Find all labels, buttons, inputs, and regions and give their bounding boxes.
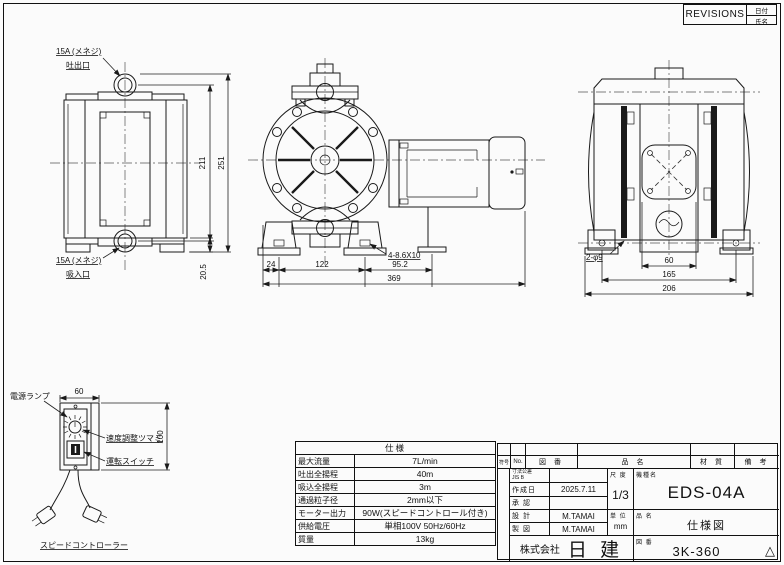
design-value: M.TAMAI	[550, 510, 608, 523]
created-label: 作成日	[510, 483, 550, 497]
parts-header-name: 品 名	[578, 456, 691, 469]
spec-table: 仕様 最大流量 7L/min 吐出全揚程 40m 吸込全揚程 3m 通過粒子径 …	[295, 441, 496, 546]
controller-caption: スピードコントローラー	[40, 541, 128, 550]
unit-cell: 単 位 mm	[608, 510, 634, 536]
created-value: 2025.7.11	[550, 483, 608, 497]
speed-knob-label: 速度調整ツマミ	[106, 433, 162, 443]
company-cell: 株式会社 日 建	[510, 536, 634, 561]
sheet-border	[3, 3, 781, 562]
drawing-name-label: 品 名	[636, 514, 653, 520]
approve-value	[550, 497, 608, 510]
port-top-size-label: 15A (メネジ)	[56, 47, 102, 56]
power-lamp-label: 電源ランプ	[10, 392, 50, 401]
drawing-number-cell: 図 番 3K-360 △	[634, 536, 779, 561]
spec-header-row: 仕様	[295, 441, 496, 455]
spec-row: 吸込全揚程 3m	[295, 480, 496, 494]
parts-empty-cell	[691, 444, 735, 456]
view-controller: 60 100 電源ランプ 速度調整ツマミ 運転スイッチ スピードコントローラー	[10, 387, 170, 550]
view-front: 24 122 95.2 369 4-8.6X10	[248, 58, 545, 287]
draft-label: 製 図	[510, 523, 550, 536]
company-logo: 日 建	[567, 540, 624, 561]
dim-20-5: 20.5	[199, 264, 208, 280]
revisions-date-label: 日付	[747, 5, 776, 16]
parts-header-dwg: 図 番	[526, 456, 578, 469]
design-label: 設 計	[510, 510, 550, 523]
drawing-name-cell: 品 名 仕様図	[634, 510, 779, 536]
view-rear: 60 165 206 2-φ9	[578, 60, 760, 297]
dim-369: 369	[387, 274, 401, 283]
parts-empty-cell	[735, 444, 779, 456]
run-switch-label: 運転スイッチ	[106, 457, 154, 466]
revisions-title: REVISIONS	[684, 5, 747, 24]
spec-title: 仕様	[295, 441, 496, 455]
dim-251: 251	[217, 156, 226, 170]
tolerance-value	[550, 469, 608, 483]
controller-dim-100: 100	[156, 430, 165, 444]
revision-triangle-mark: △	[765, 543, 775, 558]
spec-row: 供給電圧 単相100V 50Hz/60Hz	[295, 519, 496, 533]
parts-header-no: No.	[511, 456, 526, 469]
model-value: EDS-04A	[667, 483, 746, 502]
stamp-column	[498, 469, 510, 561]
title-block: 符号 No. 図 番 品 名 材 質 備 考 寸法公差 JIS B 作成日 20…	[497, 443, 779, 561]
parts-empty-cell	[498, 444, 511, 456]
parts-empty-cell	[511, 444, 526, 456]
parts-empty-cell	[526, 444, 578, 456]
port-bottom-name-label: 吸入口	[66, 270, 90, 279]
spec-row: 吐出全揚程 40m	[295, 467, 496, 481]
draft-value: M.TAMAI	[550, 523, 608, 536]
tolerance-label: 寸法公差 JIS B	[510, 469, 550, 483]
spec-row: 質量 13kg	[295, 532, 496, 546]
company-prefix: 株式会社	[519, 545, 560, 556]
port-top-name-label: 吐出口	[66, 60, 90, 70]
drawing-number-value: 3K-360	[672, 543, 721, 559]
dim-24: 24	[267, 260, 276, 269]
dim-122: 122	[315, 260, 329, 269]
parts-header-remarks: 備 考	[735, 456, 779, 469]
dim-206: 206	[662, 284, 676, 293]
controller-dim-60: 60	[75, 387, 84, 396]
dim-211: 211	[198, 156, 207, 169]
slot-note: 4-8.6X10	[388, 251, 421, 260]
model-label: 機種名	[636, 473, 658, 479]
scale-cell: 尺 度 1/3	[608, 469, 634, 510]
spec-row: モーター出力 90W(スピードコントロール付き)	[295, 506, 496, 520]
dim-95-2: 95.2	[392, 260, 408, 269]
spec-row: 最大流量 7L/min	[295, 454, 496, 468]
view-side: 211 251 20.5 15A (メネジ) 吐出口 15A (メネジ) 吸入口	[50, 47, 231, 280]
port-bottom-size-label: 15A (メネジ)	[56, 256, 102, 265]
model-cell: 機種名 EDS-04A	[634, 469, 779, 510]
approve-label: 承 認	[510, 497, 550, 510]
dim-60: 60	[665, 256, 674, 265]
unit-value: mm	[613, 522, 628, 531]
parts-header-material: 材 質	[691, 456, 735, 469]
scale-label: 尺 度	[610, 473, 627, 479]
revisions-block: REVISIONS 日付 氏名	[683, 4, 777, 26]
hole-note: 2-φ9	[586, 253, 603, 262]
drawing-number-label: 図 番	[636, 540, 653, 546]
revisions-name-label: 氏名	[755, 19, 768, 26]
unit-label: 単 位	[610, 514, 627, 520]
drawing-name-value: 仕様図	[687, 520, 726, 532]
spec-row: 通過粒子径 2mm以下	[295, 493, 496, 507]
dim-165: 165	[662, 270, 676, 279]
parts-header-sign: 符号	[498, 456, 511, 469]
parts-empty-cell	[578, 444, 691, 456]
scale-value: 1/3	[612, 488, 629, 502]
